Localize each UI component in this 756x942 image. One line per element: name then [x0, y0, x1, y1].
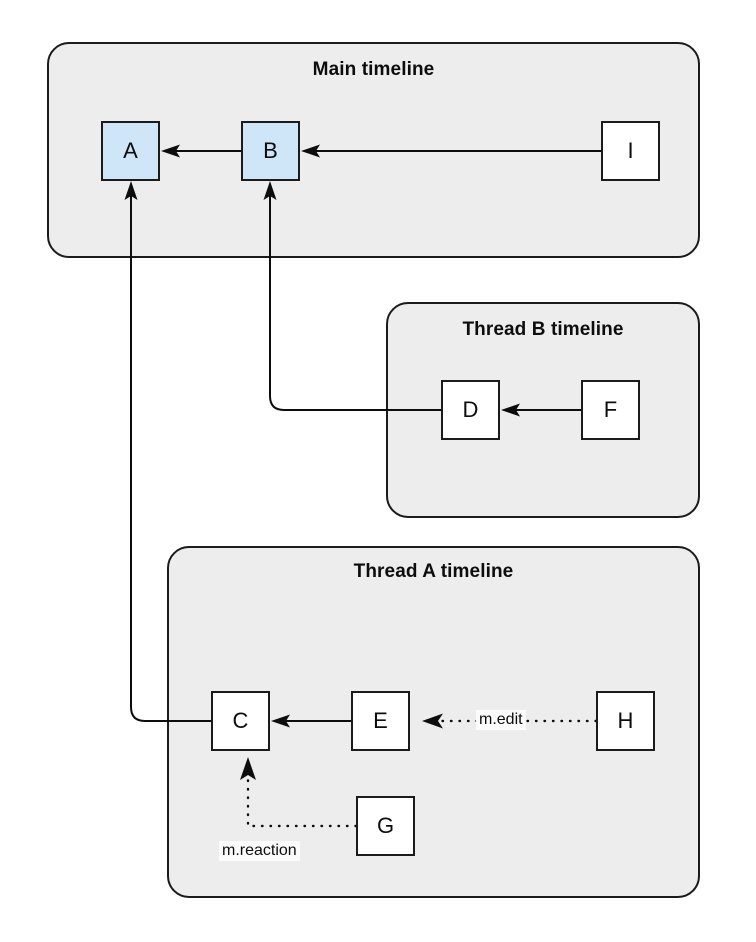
node-g[interactable]: G — [356, 796, 415, 856]
panel-title-thread-a-timeline: Thread A timeline — [353, 561, 514, 582]
edge-label-m-edit: m.edit — [476, 710, 526, 731]
node-c[interactable]: C — [211, 691, 270, 751]
node-a[interactable]: A — [101, 121, 160, 181]
node-b[interactable]: B — [241, 121, 300, 181]
node-d[interactable]: D — [441, 380, 500, 440]
panel-title-main-timeline: Main timeline — [312, 59, 435, 80]
edge-label-m-reaction: m.reaction — [219, 841, 300, 862]
panel-title-thread-b-timeline: Thread B timeline — [462, 319, 624, 340]
node-i[interactable]: I — [601, 121, 660, 181]
node-f[interactable]: F — [581, 380, 640, 440]
node-h[interactable]: H — [596, 691, 655, 751]
node-e[interactable]: E — [351, 691, 410, 751]
